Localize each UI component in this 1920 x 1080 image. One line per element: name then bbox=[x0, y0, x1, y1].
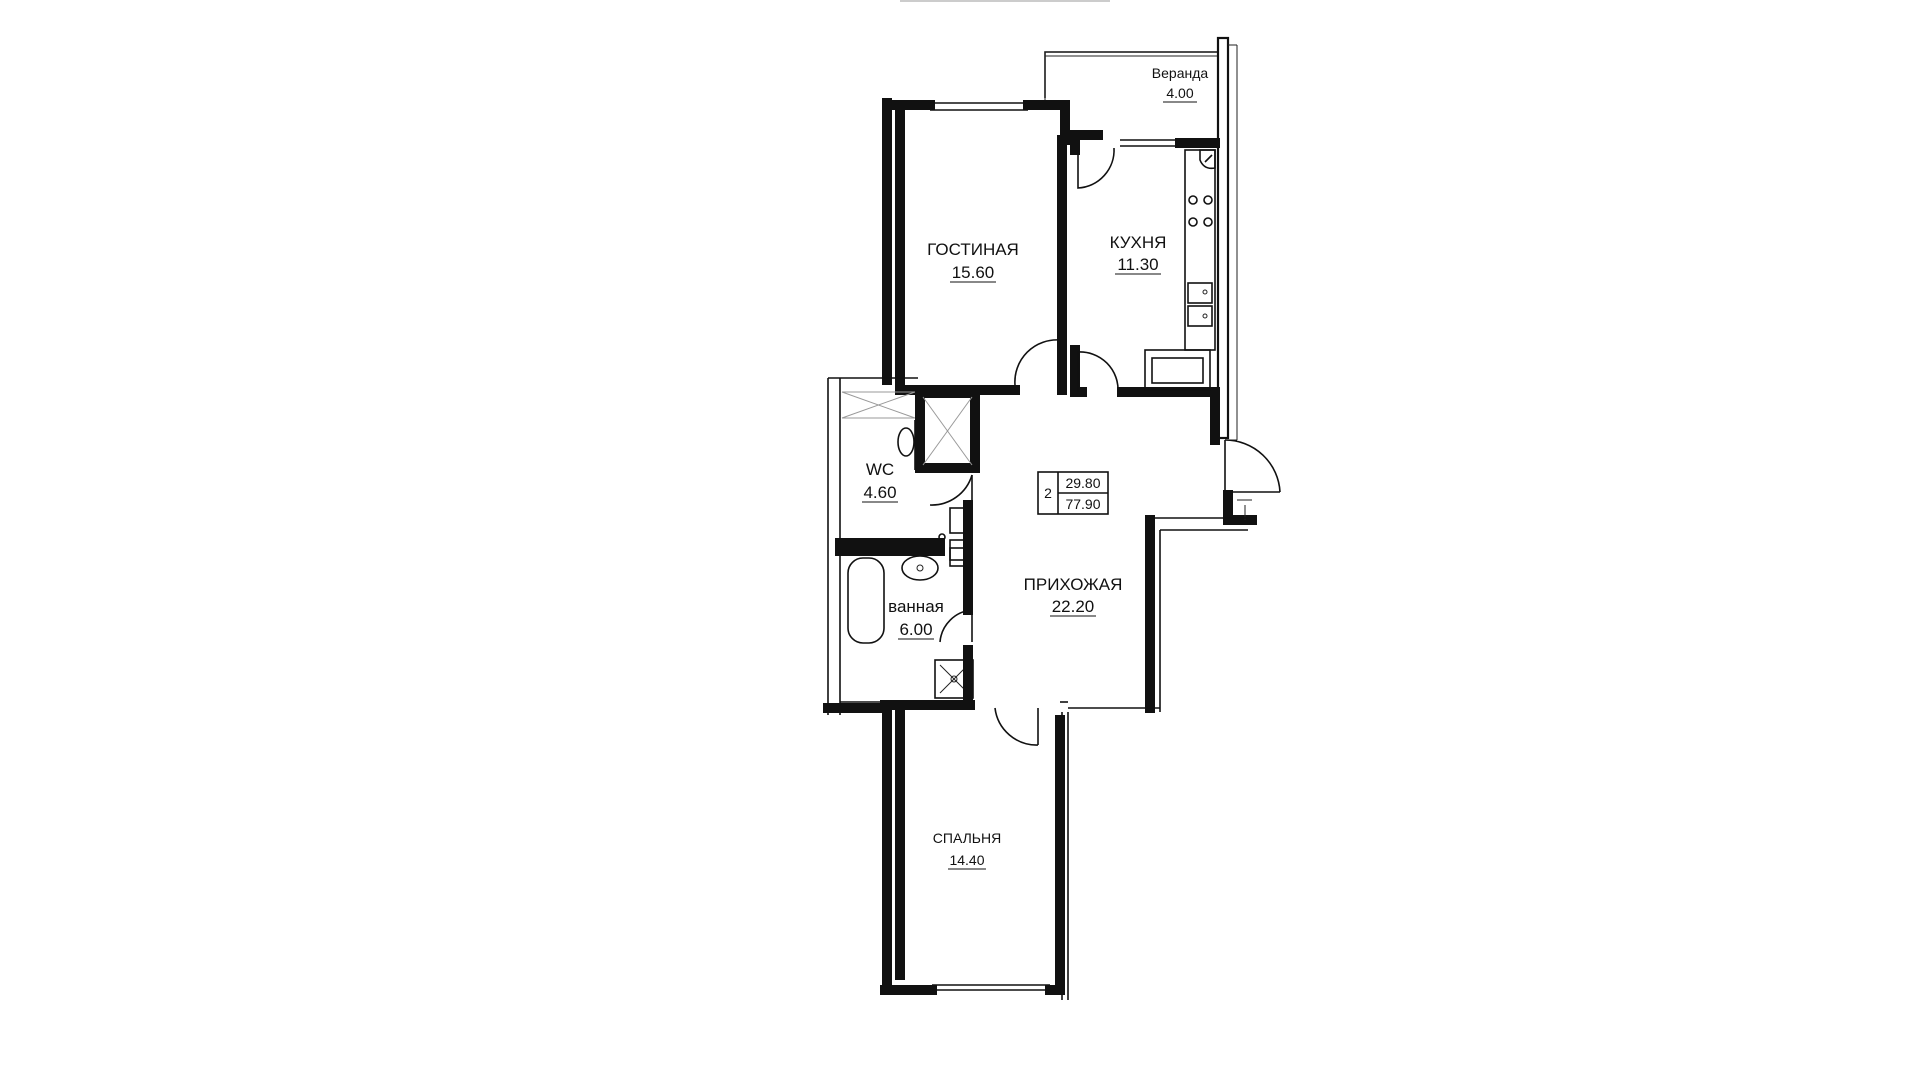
apartment-tag: 2 29.80 77.90 bbox=[1037, 471, 1109, 515]
hallway-area: 22.20 bbox=[1052, 597, 1095, 616]
veranda-name: Веранда bbox=[1152, 65, 1209, 81]
wc-area: 4.60 bbox=[863, 483, 896, 502]
kitchen-name: КУХНЯ bbox=[1110, 233, 1167, 252]
wc-name: WC bbox=[866, 460, 894, 479]
kitchen-walls bbox=[1070, 130, 1220, 445]
bathroom-label: ванная 6.00 bbox=[888, 597, 944, 640]
veranda-label: Веранда 4.00 bbox=[1152, 65, 1209, 103]
bathroom-name: ванная bbox=[888, 597, 944, 616]
hallway-label: ПРИХОЖАЯ 22.20 bbox=[1024, 575, 1123, 617]
living-room-door bbox=[895, 339, 1061, 395]
rooms-count: 2 bbox=[1044, 485, 1052, 501]
entrance-door bbox=[1223, 439, 1281, 525]
bedroom-label: СПАЛЬНЯ 14.40 bbox=[933, 830, 1001, 870]
bedroom-name: СПАЛЬНЯ bbox=[933, 830, 1001, 846]
veranda-area: 4.00 bbox=[1166, 85, 1193, 101]
living-room-name: ГОСТИНАЯ bbox=[927, 240, 1019, 259]
exterior-right-wall bbox=[1216, 36, 1238, 441]
wc-bath-walls bbox=[823, 377, 980, 715]
living-room-label: ГОСТИНАЯ 15.60 bbox=[927, 240, 1019, 283]
kitchen-doors bbox=[1077, 147, 1119, 393]
total-area: 77.90 bbox=[1065, 496, 1100, 512]
bathroom-area: 6.00 bbox=[899, 620, 932, 639]
living-room-walls bbox=[882, 98, 1070, 395]
wc-label: WC 4.60 bbox=[862, 460, 898, 503]
kitchen-label: КУХНЯ 11.30 bbox=[1110, 233, 1167, 275]
kitchen-area: 11.30 bbox=[1117, 255, 1158, 274]
hallway-name: ПРИХОЖАЯ bbox=[1024, 575, 1123, 594]
bedroom-walls bbox=[880, 700, 1065, 995]
living-area: 29.80 bbox=[1065, 475, 1100, 491]
bedroom-area: 14.40 bbox=[949, 852, 984, 868]
living-room-area: 15.60 bbox=[952, 263, 995, 282]
